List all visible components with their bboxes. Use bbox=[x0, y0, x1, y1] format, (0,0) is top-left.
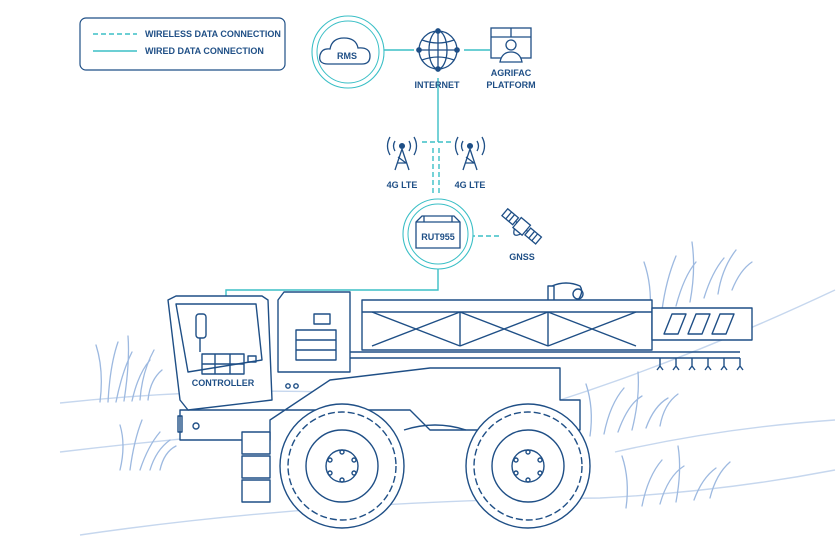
legend-wireless-label: WIRELESS DATA CONNECTION bbox=[145, 29, 281, 39]
crop-sprayer-illustration bbox=[167, 282, 753, 529]
globe-icon bbox=[416, 28, 460, 72]
router-label: RUT955 bbox=[421, 232, 455, 242]
lte-tower-right: 4G LTE bbox=[454, 136, 486, 190]
lte-left-label: 4G LTE bbox=[387, 180, 418, 190]
cell-tower-icon bbox=[386, 136, 418, 171]
router-icon bbox=[415, 215, 461, 249]
lte-right-label: 4G LTE bbox=[455, 180, 486, 190]
grass-clumps bbox=[95, 241, 753, 509]
satellite-icon bbox=[501, 207, 543, 245]
legend-wired-label: WIRED DATA CONNECTION bbox=[145, 46, 264, 56]
platform-user-icon bbox=[490, 27, 532, 63]
cloud-icon bbox=[319, 37, 371, 65]
internet-label: INTERNET bbox=[415, 80, 461, 90]
router-node: RUT955 bbox=[402, 198, 474, 270]
internet-node: INTERNET bbox=[415, 28, 461, 90]
rms-node: RMS bbox=[311, 15, 385, 89]
gnss-node: GNSS bbox=[501, 207, 543, 262]
rear-wheel bbox=[465, 403, 591, 529]
sprayer-boom bbox=[340, 282, 753, 371]
cab bbox=[167, 295, 299, 433]
lte-tower-left: 4G LTE bbox=[386, 136, 418, 190]
cell-tower-icon bbox=[454, 136, 486, 171]
gnss-label: GNSS bbox=[509, 252, 535, 262]
platform-node: AGRIFAC PLATFORM bbox=[486, 27, 536, 90]
legend: WIRELESS DATA CONNECTION WIRED DATA CONN… bbox=[79, 17, 286, 71]
platform-label-line1: AGRIFAC bbox=[491, 68, 532, 78]
engine-block bbox=[277, 291, 351, 373]
rms-label: RMS bbox=[337, 51, 357, 61]
spray-nozzles bbox=[656, 358, 744, 371]
controller-label: CONTROLLER bbox=[192, 378, 255, 388]
platform-label-line2: PLATFORM bbox=[486, 80, 535, 90]
front-wheel bbox=[279, 403, 405, 529]
front-bumper bbox=[241, 431, 271, 503]
